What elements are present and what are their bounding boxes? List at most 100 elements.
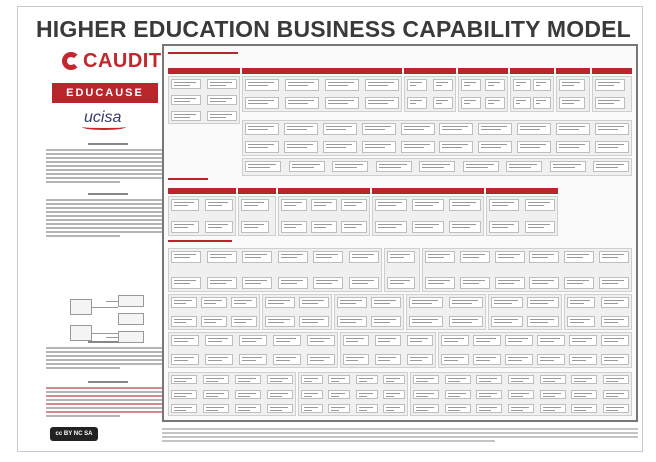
- cell-text-line: [536, 100, 546, 101]
- capability-cell: [343, 354, 369, 365]
- capability-cell: [449, 316, 483, 327]
- cell-text-line: [208, 227, 222, 228]
- cell-text-line: [604, 300, 624, 301]
- cell-text-line: [604, 341, 618, 342]
- cell-text-line: [276, 341, 290, 342]
- capability-cell: [494, 251, 525, 263]
- cell-text-line: [542, 407, 561, 408]
- cell-text-line: [364, 144, 391, 145]
- text-line: [46, 359, 169, 361]
- cell-text-line: [511, 381, 523, 382]
- cell-text-line: [174, 303, 186, 304]
- capability-cell: [476, 389, 503, 399]
- cell-text-line: [346, 338, 364, 339]
- capability-cell: [539, 375, 566, 384]
- cell-text-line: [174, 227, 188, 228]
- capability-cell: [241, 221, 269, 233]
- cell-text-line: [452, 303, 472, 304]
- cell-text-line: [352, 280, 374, 281]
- cell-text-line: [416, 395, 428, 397]
- cell-text-line: [416, 381, 428, 382]
- cell-text-line: [238, 395, 250, 397]
- cell-text-line: [410, 360, 422, 361]
- cell-text-line: [567, 254, 590, 255]
- capability-cell: [313, 251, 344, 263]
- cell-text-line: [462, 280, 485, 281]
- capability-cell: [505, 354, 533, 365]
- cell-text-line: [242, 338, 262, 339]
- text-line: [46, 355, 168, 357]
- cell-text-line: [209, 280, 232, 281]
- cell-text-line: [516, 100, 526, 101]
- cell-text-line: [447, 407, 466, 408]
- cell-text-line: [174, 360, 188, 361]
- capability-cell: [361, 123, 396, 135]
- cell-text-line: [604, 360, 618, 361]
- cell-text-line: [335, 167, 357, 168]
- cell-text-line: [403, 129, 424, 130]
- cell-text-line: [476, 341, 490, 342]
- text-line: [46, 203, 167, 205]
- caudit-logo: CAUDIT: [62, 49, 162, 73]
- cell-text-line: [479, 392, 498, 394]
- cell-text-line: [574, 392, 593, 394]
- capability-cell: [245, 97, 279, 109]
- capability-cell: [595, 97, 625, 109]
- cell-text-line: [536, 85, 540, 86]
- capability-cell: [281, 199, 307, 211]
- cell-text-line: [316, 257, 333, 258]
- capability-cell: [564, 251, 595, 263]
- cell-text-line: [574, 378, 593, 379]
- capability-cell: [400, 123, 435, 135]
- cell-text-line: [174, 257, 190, 258]
- capability-cell: [337, 297, 367, 308]
- cell-text-line: [572, 338, 592, 339]
- cell-text-line: [494, 319, 518, 320]
- capability-cell: [383, 404, 405, 413]
- capability-cell: [301, 375, 323, 384]
- capability-cell: [505, 335, 533, 346]
- cell-text-line: [606, 395, 618, 397]
- cell-text-line: [476, 357, 496, 358]
- cell-text-line: [364, 126, 391, 127]
- cell-text-line: [291, 167, 314, 168]
- capability-cell: [171, 199, 199, 211]
- cell-text-line: [542, 378, 561, 379]
- cell-text-line: [270, 378, 288, 379]
- cell-text-line: [598, 85, 614, 86]
- cell-text-line: [310, 338, 330, 339]
- capability-group: [422, 248, 632, 292]
- capability-cell: [375, 354, 401, 365]
- cell-text-line: [276, 357, 296, 358]
- cell-text-line: [552, 167, 575, 168]
- cell-text-line: [497, 283, 514, 284]
- cell-text-line: [604, 338, 624, 339]
- text-line: [46, 211, 169, 213]
- capability-cell: [433, 79, 453, 91]
- cell-text-line: [606, 407, 624, 408]
- capability-cell: [491, 297, 523, 308]
- cell-text-line: [328, 85, 348, 86]
- cell-text-line: [567, 280, 590, 281]
- capability-cell: [489, 221, 519, 233]
- cell-text-line: [452, 224, 476, 225]
- cell-text-line: [325, 126, 352, 127]
- capability-cell: [375, 221, 407, 233]
- text-line: [162, 432, 638, 434]
- cell-text-line: [390, 254, 410, 255]
- capability-cell: [203, 404, 229, 413]
- diagram-connector: [92, 333, 118, 334]
- cell-text-line: [244, 205, 258, 206]
- cell-text-line: [242, 341, 256, 342]
- capability-cell: [265, 316, 295, 327]
- cell-text-line: [174, 381, 186, 382]
- cell-text-line: [245, 254, 268, 255]
- cell-text-line: [210, 114, 232, 115]
- cell-text-line: [245, 257, 262, 258]
- cell-text-line: [542, 395, 555, 397]
- cell-text-line: [209, 283, 226, 284]
- capability-cell: [299, 316, 329, 327]
- cell-text-line: [528, 224, 550, 225]
- cell-text-line: [378, 357, 396, 358]
- capability-cell: [205, 335, 233, 346]
